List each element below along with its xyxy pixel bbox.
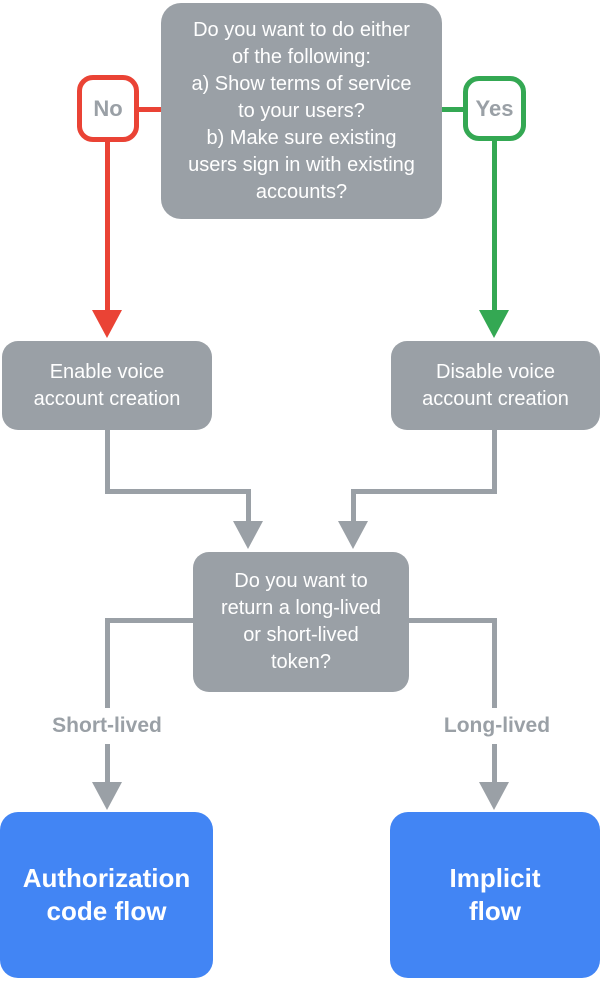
arrow-down-long-lived-icon bbox=[479, 782, 509, 810]
edge-disable-vertical-1 bbox=[492, 430, 497, 492]
token-question-node: Do you want to return a long-lived or sh… bbox=[193, 552, 409, 692]
edge-no-horizontal bbox=[139, 107, 161, 112]
edge-enable-vertical-2 bbox=[246, 489, 251, 522]
disable-voice-account-text: Disable voice account creation bbox=[422, 360, 569, 410]
edge-enable-horizontal bbox=[105, 489, 251, 494]
edge-short-lived-horizontal bbox=[107, 618, 193, 623]
arrow-down-enable-icon bbox=[233, 521, 263, 549]
arrow-down-disable-icon bbox=[338, 521, 368, 549]
edge-enable-vertical-1 bbox=[105, 430, 110, 492]
edge-long-lived-vertical bbox=[492, 618, 497, 783]
authorization-code-flow-text: Authorization code flow bbox=[22, 863, 191, 926]
no-badge-label: No bbox=[93, 95, 123, 121]
edge-long-lived-horizontal bbox=[409, 618, 497, 623]
arrow-down-red-icon bbox=[92, 310, 122, 338]
yes-badge-label: Yes bbox=[475, 95, 514, 121]
arrow-down-green-icon bbox=[479, 310, 509, 338]
authorization-code-flow-node: Authorization code flow bbox=[0, 812, 213, 978]
edge-disable-horizontal bbox=[351, 489, 497, 494]
top-question-node: Do you want to do either of the followin… bbox=[161, 3, 442, 219]
enable-voice-account-node: Enable voice account creation bbox=[2, 341, 212, 430]
edge-yes-horizontal bbox=[442, 107, 463, 112]
edge-no-vertical bbox=[105, 141, 110, 311]
token-question-text: Do you want to return a long-lived or sh… bbox=[220, 570, 382, 673]
long-lived-label-text: Long-lived bbox=[443, 714, 551, 737]
no-badge: No bbox=[77, 75, 139, 142]
short-lived-label-text: Short-lived bbox=[52, 714, 162, 737]
edge-disable-vertical-2 bbox=[351, 489, 356, 522]
edge-short-lived-vertical bbox=[105, 618, 110, 783]
short-lived-edge-label: Short-lived bbox=[22, 708, 192, 744]
yes-badge: Yes bbox=[463, 76, 526, 141]
implicit-flow-node: Implicit flow bbox=[390, 812, 600, 978]
implicit-flow-text: Implicit flow bbox=[449, 863, 541, 926]
enable-voice-account-text: Enable voice account creation bbox=[33, 360, 181, 410]
top-question-text: Do you want to do either of the followin… bbox=[188, 18, 415, 203]
disable-voice-account-node: Disable voice account creation bbox=[391, 341, 600, 430]
edge-yes-vertical bbox=[492, 140, 497, 311]
arrow-down-short-lived-icon bbox=[92, 782, 122, 810]
long-lived-edge-label: Long-lived bbox=[411, 708, 583, 744]
